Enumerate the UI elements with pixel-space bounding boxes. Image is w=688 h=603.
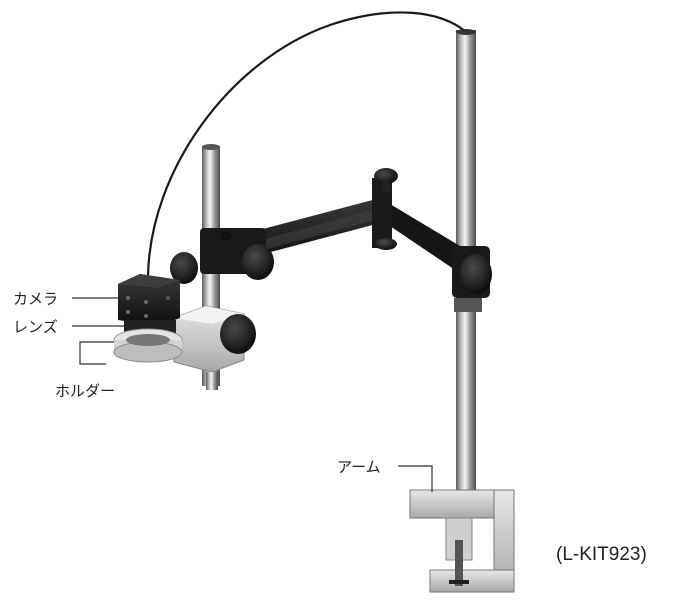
leader-lines <box>72 297 433 492</box>
model-code: (L-KIT923) <box>556 544 647 565</box>
arm-label: アーム <box>337 458 381 476</box>
arm-leader <box>398 465 433 492</box>
camera-label: カメラ <box>13 290 59 308</box>
camera-cable <box>146 11 467 277</box>
swing-arm <box>170 168 492 312</box>
holder-leader <box>79 341 114 365</box>
table-clamp <box>409 489 515 593</box>
holder-label: ホルダー <box>55 382 116 400</box>
camera-body <box>118 274 180 326</box>
holder-block <box>173 305 256 390</box>
lens-label: レンズ <box>13 318 58 336</box>
holder-ring <box>113 328 183 363</box>
